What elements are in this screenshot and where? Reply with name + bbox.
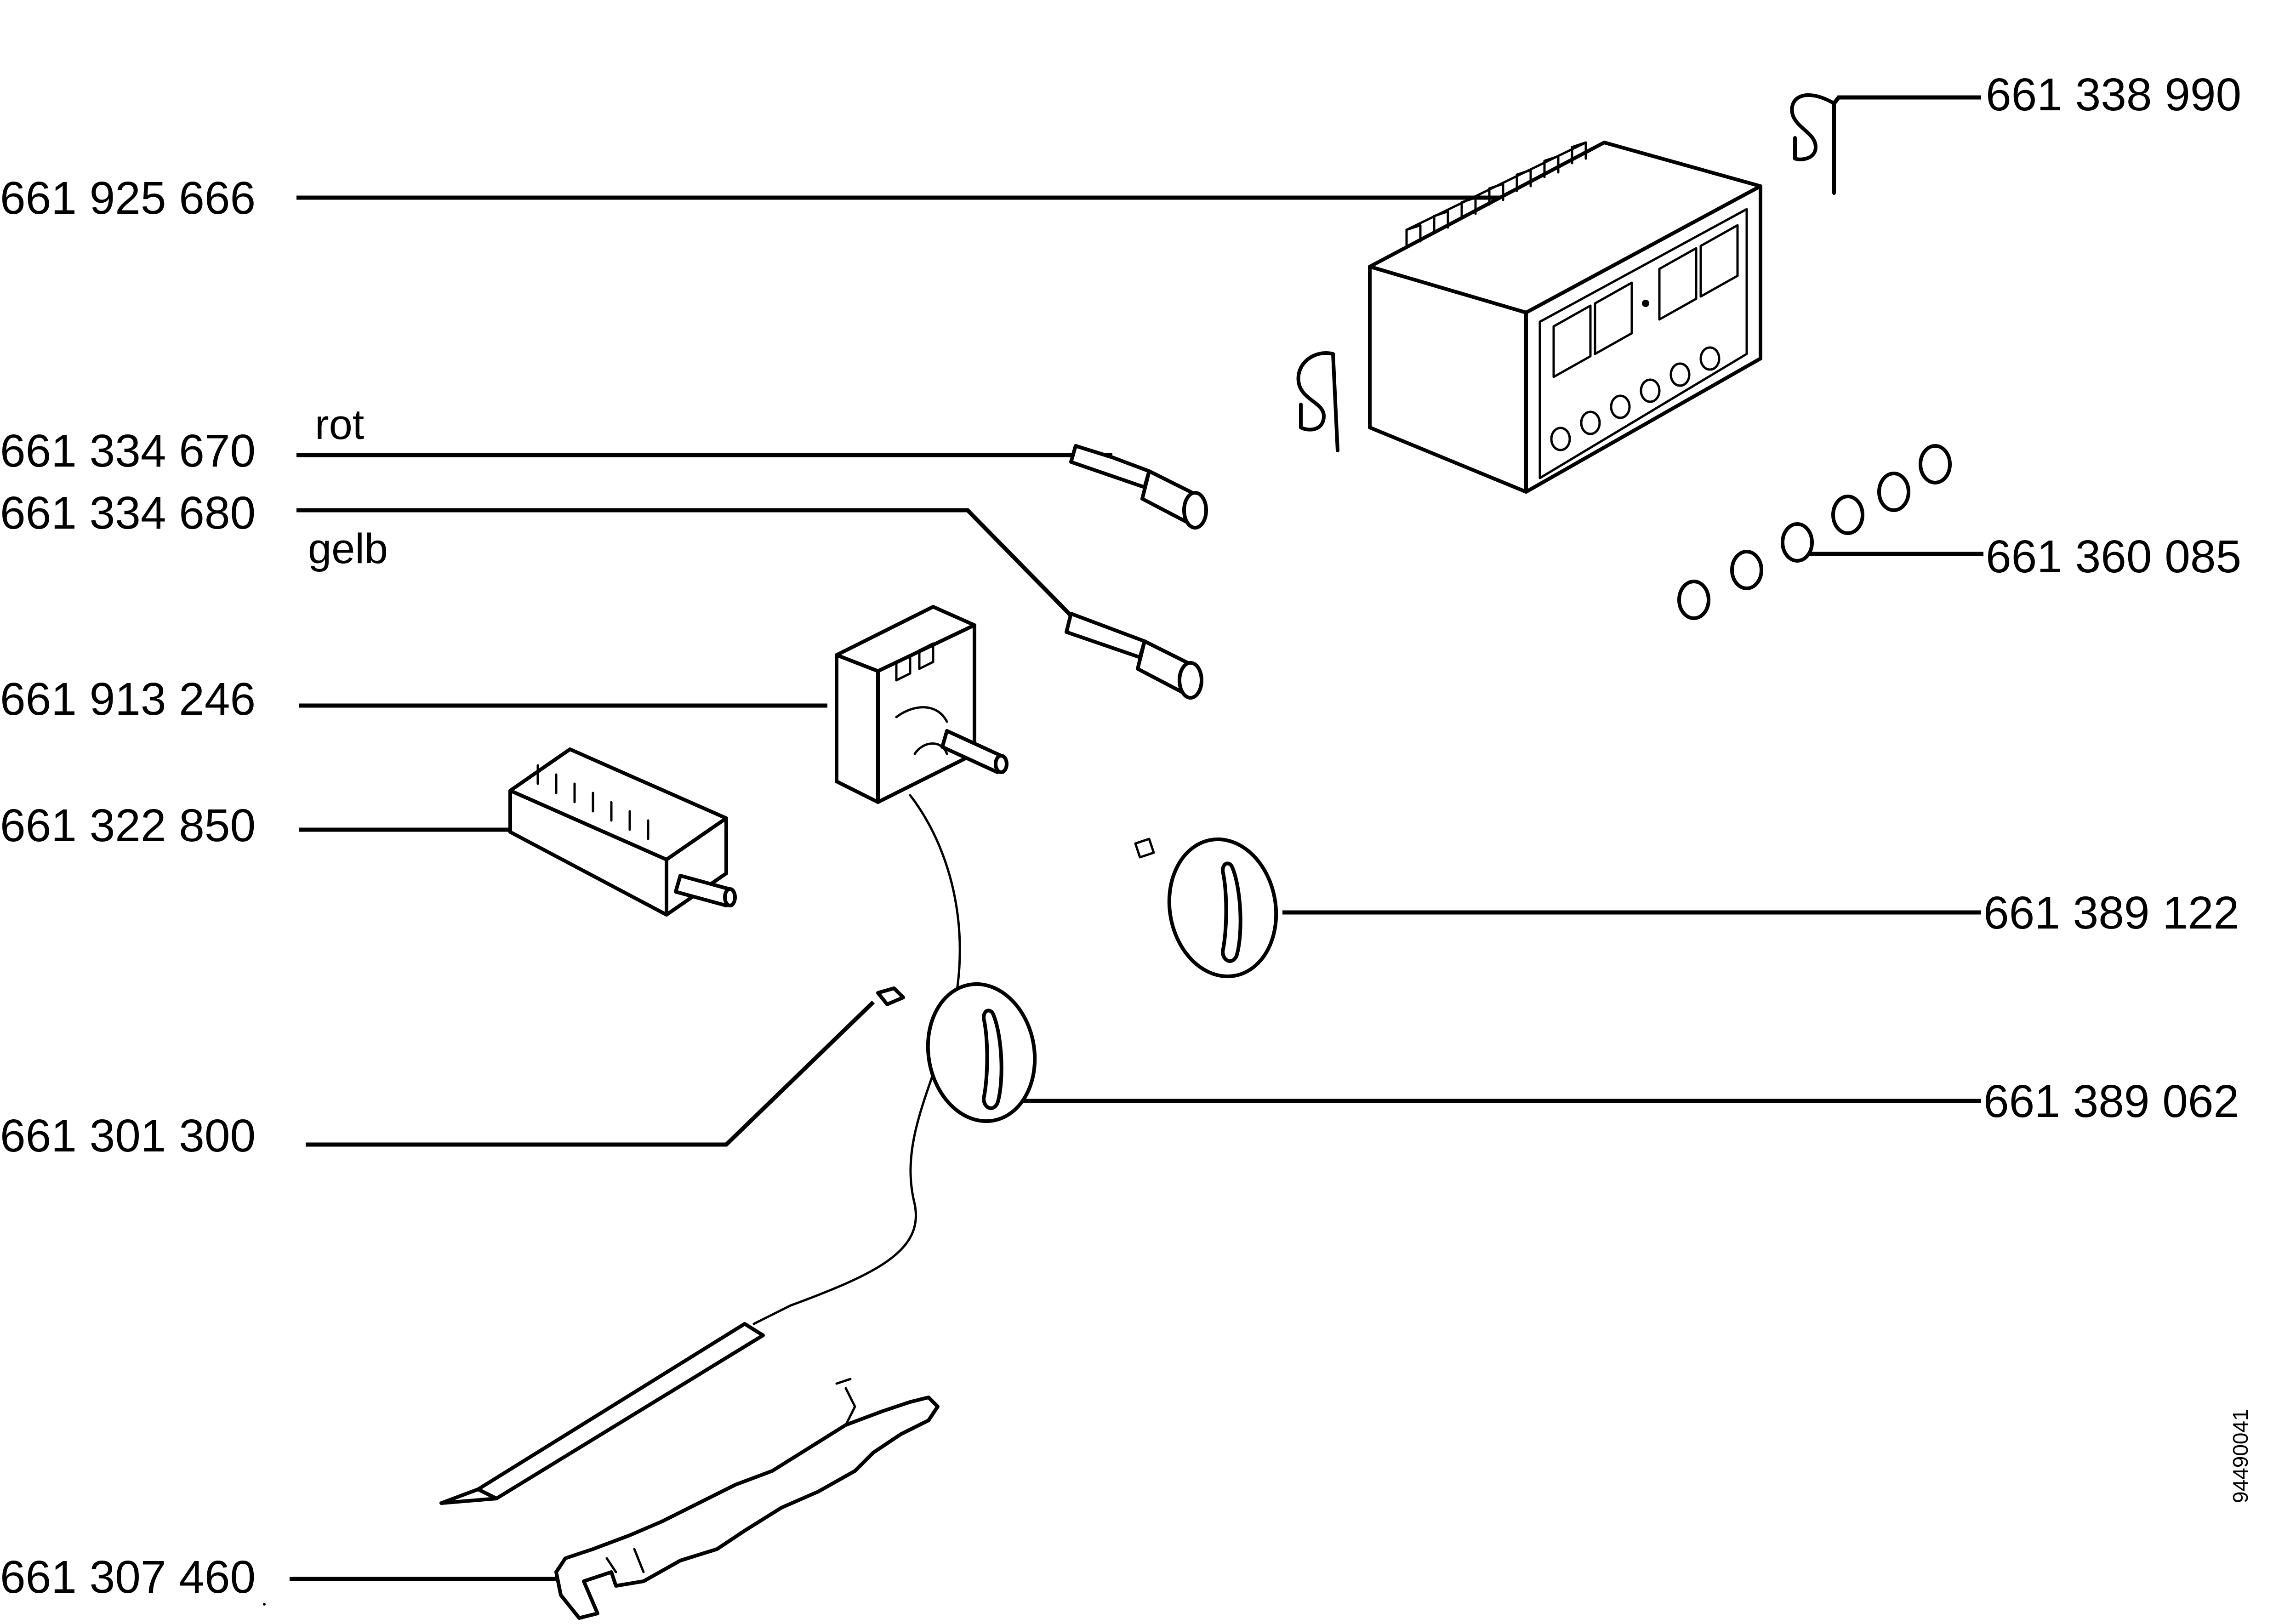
part-label-timer-buttons: 661 360 085 bbox=[1986, 531, 2241, 582]
knob-upper-drawing bbox=[1134, 837, 1278, 979]
part-label-lamp-yellow: 661 334 680 bbox=[0, 487, 256, 539]
part-label-knob-lower: 661 389 062 bbox=[1983, 1076, 2239, 1127]
part-label-thermostat: 661 913 246 bbox=[0, 673, 256, 725]
timer-buttons-drawing bbox=[1677, 444, 1952, 620]
sensor-rod-drawing bbox=[439, 1322, 765, 1505]
leader-lines bbox=[290, 95, 1983, 1581]
indicator-lamp-yellow-drawing bbox=[1065, 612, 1203, 700]
timer-module-drawing bbox=[1368, 141, 1762, 494]
knob-lower-drawing bbox=[926, 982, 1037, 1123]
lamp-color-note-red: rot bbox=[315, 401, 364, 448]
part-label-lamp-red: 661 334 670 bbox=[0, 425, 256, 477]
leader-lamp-yellow bbox=[296, 508, 1091, 636]
part-label-timer-module: 661 925 666 bbox=[0, 172, 256, 224]
part-label-knob-upper: 661 389 122 bbox=[1983, 887, 2239, 939]
part-label-selector-switch: 661 322 850 bbox=[0, 800, 256, 851]
selector-switch-drawing bbox=[508, 747, 737, 917]
sensor-holder-drawing bbox=[554, 1378, 940, 1620]
thermostat-drawing bbox=[752, 605, 1008, 1325]
part-label-sensor-holder: 661 307 460 bbox=[0, 1551, 256, 1603]
part-label-knob-spring: 661 301 300 bbox=[0, 1110, 256, 1162]
stray-mark bbox=[263, 1603, 266, 1606]
timer-clip-left-drawing bbox=[1296, 351, 1339, 452]
timer-clip-top-drawing bbox=[1790, 93, 1836, 195]
indicator-lamp-red-drawing bbox=[1069, 444, 1208, 530]
part-label-timer-clip: 661 338 990 bbox=[1986, 69, 2241, 120]
knob-spring-drawing bbox=[876, 986, 905, 1006]
document-number: 94490041 bbox=[2228, 1409, 2252, 1503]
part-labels: 661 338 990 661 925 666 661 334 670 rot … bbox=[0, 69, 2252, 1603]
leader-timer-clip bbox=[1832, 95, 1981, 105]
lamp-color-note-yellow: gelb bbox=[308, 525, 388, 572]
leader-knob-spring bbox=[306, 1000, 875, 1147]
